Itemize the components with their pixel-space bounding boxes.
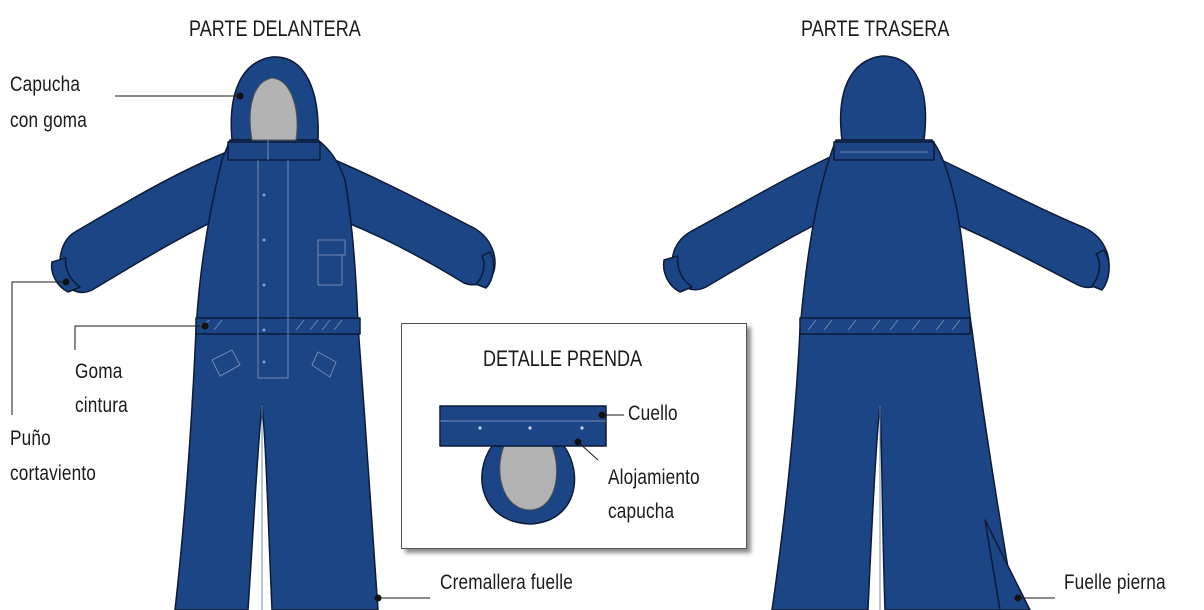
hood-label-line1: Capucha: [10, 73, 81, 96]
hood-housing-label-line1: Alojamiento: [608, 466, 700, 489]
waist-leader: [74, 325, 205, 350]
hood-housing-label-line2: capucha: [608, 500, 675, 523]
back-coverall: [662, 55, 1110, 610]
cuff-label-line1: Puño: [10, 427, 51, 450]
detail-panel: DETALLE PRENDA Cuello Alojamiento capuch…: [401, 323, 747, 549]
front-collar: [227, 141, 321, 161]
front-waist-band: [195, 317, 361, 335]
back-collar: [833, 141, 935, 161]
cuff-label-line2: cortaviento: [10, 462, 97, 485]
back-leg-gusset: [984, 519, 1031, 610]
collar-label: Cuello: [628, 402, 678, 425]
collar-detail-illustration: [439, 405, 624, 525]
front-hood-lining: [249, 77, 298, 141]
hood-label-line2: con goma: [10, 109, 87, 132]
back-hood: [839, 55, 927, 141]
waist-label-line2: cintura: [75, 394, 128, 417]
front-right-cuff: [475, 251, 495, 289]
front-left-cuff: [50, 257, 81, 293]
leg-gusset-label: Fuelle pierna: [1064, 571, 1166, 594]
zipper-label: Cremallera fuelle: [440, 571, 573, 594]
front-coverall: [50, 56, 496, 610]
waist-label-line1: Goma: [75, 360, 123, 383]
front-body: [174, 139, 379, 610]
back-view-title: PARTE TRASERA: [801, 16, 950, 41]
back-waist-band: [799, 317, 971, 335]
back-right-cuff: [1091, 249, 1110, 291]
back-left-cuff: [662, 255, 693, 293]
cuff-leader: [11, 281, 66, 415]
front-view-title: PARTE DELANTERA: [189, 16, 361, 41]
back-body: [771, 139, 1016, 610]
detail-title: DETALLE PRENDA: [483, 346, 643, 371]
